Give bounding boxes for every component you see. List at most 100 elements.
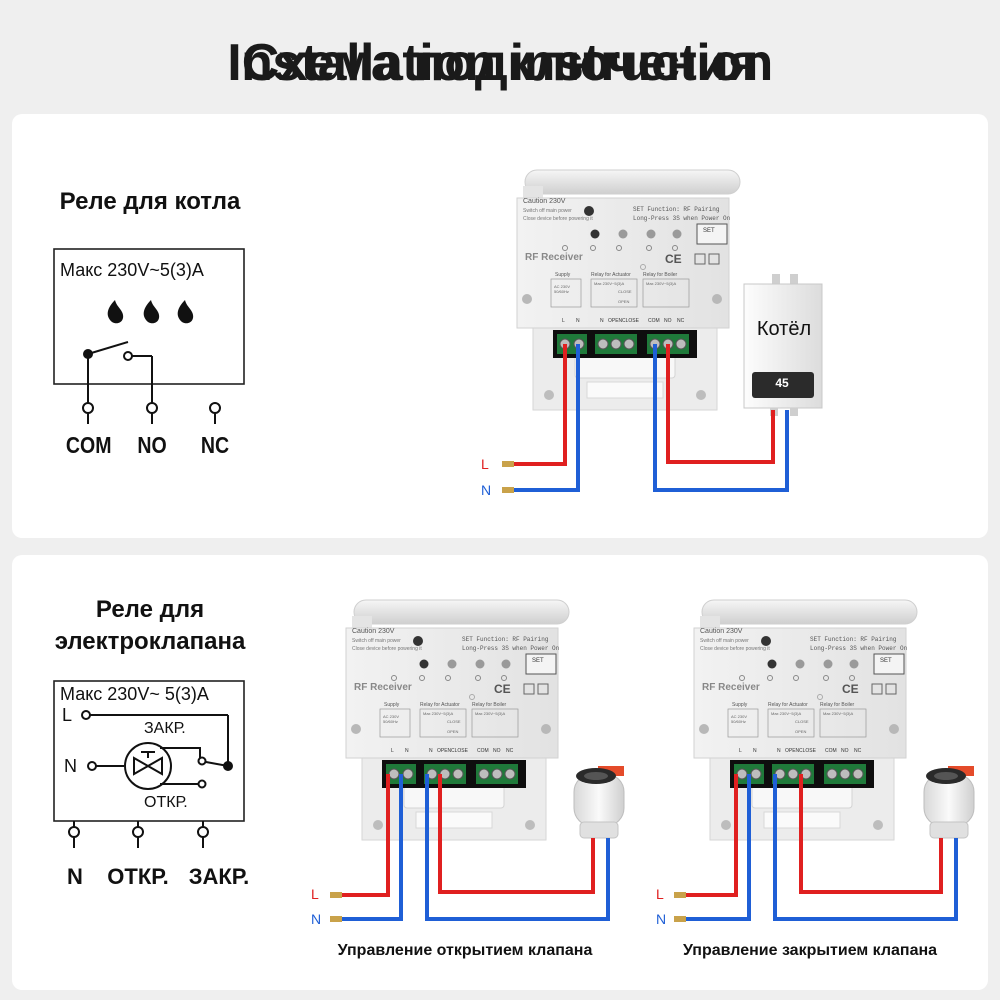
receiver-labels-boiler: Caution 230V Switch off main power Close… — [515, 168, 735, 408]
receiver-supply: Supply — [555, 272, 571, 278]
receiver-term-nc: NC — [854, 748, 862, 754]
receiver-term-open: OPEN — [785, 748, 800, 754]
boiler-unit — [743, 274, 823, 416]
receiver-term-n: N — [753, 748, 757, 754]
terminal-n: N — [67, 864, 83, 889]
live-wire-label-open: L — [311, 886, 319, 902]
terminal-close: ЗАКР. — [188, 864, 250, 889]
terminal-com: COM — [65, 432, 112, 458]
receiver-term-open: OPEN — [437, 748, 452, 754]
receiver-brand: RF Receiver — [525, 252, 583, 263]
receiver-brand: RF Receiver — [354, 682, 412, 693]
receiver-term-nc: NC — [677, 318, 685, 324]
receiver-supply: Supply — [384, 702, 400, 708]
schematic-frame — [53, 680, 245, 822]
boiler-relay-heading: Реле для котла — [59, 188, 241, 215]
receiver-caution-sub2: Close device before powering it — [523, 216, 593, 222]
receiver-close-small: CLOSE — [795, 719, 809, 724]
receiver-term-com: COM — [477, 748, 489, 754]
live-wire-label-close: L — [656, 886, 664, 902]
receiver-labels-close: Caution 230V Switch off main power Close… — [692, 598, 912, 838]
schematic-open-label: ОТКР. — [144, 794, 188, 811]
receiver-term-no: NO — [664, 318, 672, 324]
flame-icon — [107, 300, 194, 324]
boiler-wiring — [502, 344, 789, 493]
receiver-relay-rating-boiler: Max 230V~5(3)A — [475, 711, 506, 716]
caption-close-control: Управление закрытием клапана — [682, 942, 938, 959]
terminal-no: NO — [137, 432, 167, 458]
valve-actuator-open — [573, 765, 625, 839]
receiver-term-l: L — [562, 318, 565, 324]
receiver-relay-rating: Max 230V~5(3)A — [594, 281, 625, 286]
receiver-caution-sub1: Switch off main power — [523, 208, 572, 214]
open-control-wiring — [330, 774, 610, 922]
receiver-term-no: NO — [841, 748, 849, 754]
boiler-relay-rating: Макс 230V~5(3)A — [60, 260, 204, 280]
receiver-term-nc: NC — [506, 748, 514, 754]
receiver-relay-actuator: Relay for Actuator — [420, 702, 460, 708]
receiver-term-com: COM — [825, 748, 837, 754]
title-russian: Схема подключения — [241, 34, 759, 92]
receiver-term-act-n: N — [429, 748, 433, 754]
receiver-set-press: Long-Press 3S when Power On — [810, 645, 908, 652]
receiver-set-function: SET Function: RF Pairing — [810, 636, 897, 643]
receiver-caution: Caution 230V — [523, 198, 566, 205]
receiver-ce-mark: CE — [665, 252, 682, 266]
receiver-set-press: Long-Press 3S when Power On — [462, 645, 560, 652]
receiver-labels-open: Caution 230V Switch off main power Close… — [344, 598, 564, 838]
receiver-relay-rating-boiler: Max 230V~5(3)A — [823, 711, 854, 716]
receiver-term-no: NO — [493, 748, 501, 754]
receiver-relay-boiler: Relay for Boiler — [472, 702, 507, 708]
receiver-set-button: SET — [880, 658, 892, 664]
receiver-relay-actuator: Relay for Actuator — [768, 702, 808, 708]
receiver-term-n: N — [405, 748, 409, 754]
receiver-term-l: L — [739, 748, 742, 754]
receiver-open-small: OPEN — [618, 299, 630, 304]
neutral-wire-label: N — [481, 482, 492, 498]
receiver-supply-rating: AC 230V 50/60Hz — [731, 714, 748, 724]
receiver-open-small: OPEN — [795, 729, 807, 734]
close-control-wiring — [674, 774, 958, 922]
terminal-open: ОТКР. — [107, 864, 169, 889]
receiver-brand: RF Receiver — [702, 682, 760, 693]
receiver-relay-boiler: Relay for Boiler — [820, 702, 855, 708]
title-english: Installation instruction — [227, 34, 773, 92]
neutral-wire-label-open: N — [311, 911, 322, 927]
caption-open-control: Управление открытием клапана — [337, 942, 593, 959]
receiver-relay-actuator: Relay for Actuator — [591, 272, 631, 278]
receiver-term-l: L — [391, 748, 394, 754]
receiver-supply-rating: AC 230V 50/60Hz — [383, 714, 400, 724]
boiler-display-readout: 45 — [775, 376, 789, 390]
receiver-close-small: CLOSE — [618, 289, 632, 294]
boiler-label: Котёл — [756, 318, 812, 340]
receiver-term-close: CLOSE — [799, 748, 816, 754]
page-title: Installation instruction Схема подключен… — [0, 28, 1000, 98]
valve-relay-schematic — [53, 680, 245, 848]
schematic-frame — [53, 248, 245, 385]
receiver-term-n: N — [576, 318, 580, 324]
receiver-caution-sub2: Close device before powering it — [352, 646, 422, 652]
receiver-set-button: SET — [532, 658, 544, 664]
receiver-set-function: SET Function: RF Pairing — [462, 636, 549, 643]
valve-actuator-close — [923, 765, 975, 839]
valve-relay-heading-line1: Реле для — [95, 596, 205, 623]
schematic-l-label: L — [62, 705, 73, 725]
boiler-relay-panel — [12, 114, 988, 538]
receiver-caution: Caution 230V — [352, 628, 395, 635]
receiver-ce-mark: CE — [842, 682, 859, 696]
neutral-wire-label-close: N — [656, 911, 667, 927]
receiver-set-press: Long-Press 3S when Power On — [633, 215, 731, 222]
schematic-close-label: ЗАКР. — [144, 720, 186, 737]
receiver-set-button: SET — [703, 228, 715, 234]
receiver-term-close: CLOSE — [622, 318, 639, 324]
valve-relay-heading-line2: электроклапана — [54, 628, 246, 655]
receiver-ce-mark: CE — [494, 682, 511, 696]
receiver-caution: Caution 230V — [700, 628, 743, 635]
receiver-close-small: CLOSE — [447, 719, 461, 724]
receiver-relay-rating: Max 230V~5(3)A — [771, 711, 802, 716]
receiver-caution-sub1: Switch off main power — [352, 638, 401, 644]
receiver-relay-boiler: Relay for Boiler — [643, 272, 678, 278]
live-wire-label: L — [481, 456, 489, 472]
receiver-term-com: COM — [648, 318, 660, 324]
receiver-relay-rating: Max 230V~5(3)A — [423, 711, 454, 716]
